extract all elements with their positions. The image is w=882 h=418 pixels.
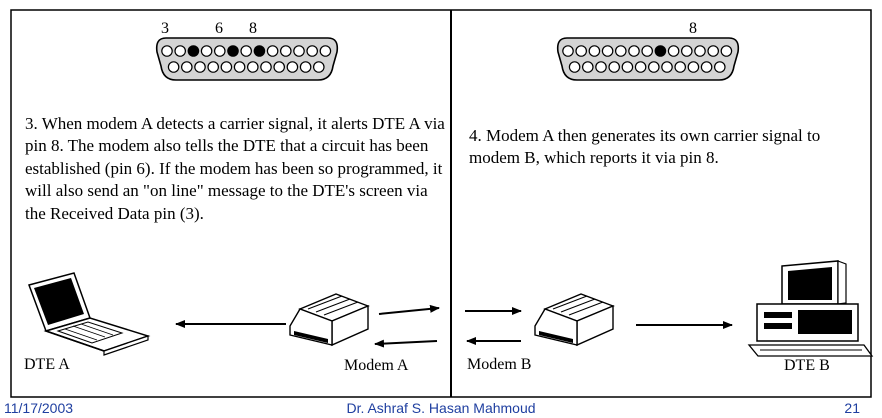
arrow-modem-a-out xyxy=(378,304,440,315)
pin xyxy=(319,45,332,57)
pin xyxy=(266,45,279,57)
pin xyxy=(181,61,193,73)
pin xyxy=(674,61,686,73)
pin-label-8-right: 8 xyxy=(689,20,697,37)
pin xyxy=(279,45,292,57)
pin xyxy=(299,61,312,73)
pin xyxy=(687,61,700,73)
pin xyxy=(614,45,627,57)
pin xyxy=(562,45,574,57)
pin xyxy=(220,61,233,73)
pin xyxy=(207,61,219,73)
pin xyxy=(713,61,726,73)
step-4-description: 4. Modem A then generates its own carrie… xyxy=(469,126,821,168)
dte-a-label: DTE A xyxy=(24,356,70,373)
pin-active xyxy=(654,45,667,57)
pin xyxy=(595,61,607,73)
pin xyxy=(247,61,259,73)
pin xyxy=(601,45,614,57)
modem-b-icon xyxy=(534,293,615,347)
desktop-computer-icon xyxy=(747,260,874,357)
modem-b-label: Modem B xyxy=(467,356,531,373)
pin-label-6: 6 xyxy=(215,20,223,37)
pin xyxy=(260,61,272,73)
pin xyxy=(628,45,640,57)
pin xyxy=(240,45,252,57)
footer-date: 11/17/2003 xyxy=(4,400,74,416)
pin xyxy=(608,61,620,73)
pin xyxy=(306,45,318,57)
arrow-modem-a-in xyxy=(374,339,438,348)
pin xyxy=(174,45,186,57)
dte-b-label: DTE B xyxy=(784,357,830,374)
modem-a-icon xyxy=(289,293,370,347)
db25-connector-left xyxy=(155,37,339,81)
pin xyxy=(694,45,706,57)
footer-page-number: 21 xyxy=(844,400,860,416)
pin-label-8: 8 xyxy=(249,20,257,37)
pin xyxy=(667,45,680,57)
pin xyxy=(273,61,285,73)
pin xyxy=(293,45,305,57)
pin xyxy=(167,61,180,73)
pin xyxy=(661,61,673,73)
laptop-icon xyxy=(28,272,151,356)
pin xyxy=(581,61,594,73)
pin xyxy=(720,45,733,57)
pin xyxy=(568,61,581,73)
footer-author: Dr. Ashraf S. Hasan Mahmoud xyxy=(346,400,536,416)
pin-label-3: 3 xyxy=(161,20,169,37)
pin xyxy=(588,45,601,57)
pin xyxy=(707,45,719,57)
pin xyxy=(575,45,587,57)
pin-active xyxy=(227,45,239,57)
pin xyxy=(161,45,173,57)
pin xyxy=(680,45,693,57)
pin-active xyxy=(187,45,200,57)
pin-active xyxy=(253,45,266,57)
db25-connector-right xyxy=(556,37,740,81)
pin xyxy=(621,61,634,73)
pin xyxy=(200,45,213,57)
pin xyxy=(641,45,653,57)
pin xyxy=(634,61,647,73)
slide-frame xyxy=(10,9,872,398)
pin xyxy=(214,45,226,57)
pin xyxy=(700,61,713,73)
step-3-description: 3. When modem A detects a carrier signal… xyxy=(25,114,445,223)
pin xyxy=(233,61,246,73)
pin xyxy=(647,61,660,73)
pin xyxy=(286,61,299,73)
pin xyxy=(312,61,325,73)
modem-a-label: Modem A xyxy=(344,357,409,374)
pin xyxy=(194,61,206,73)
